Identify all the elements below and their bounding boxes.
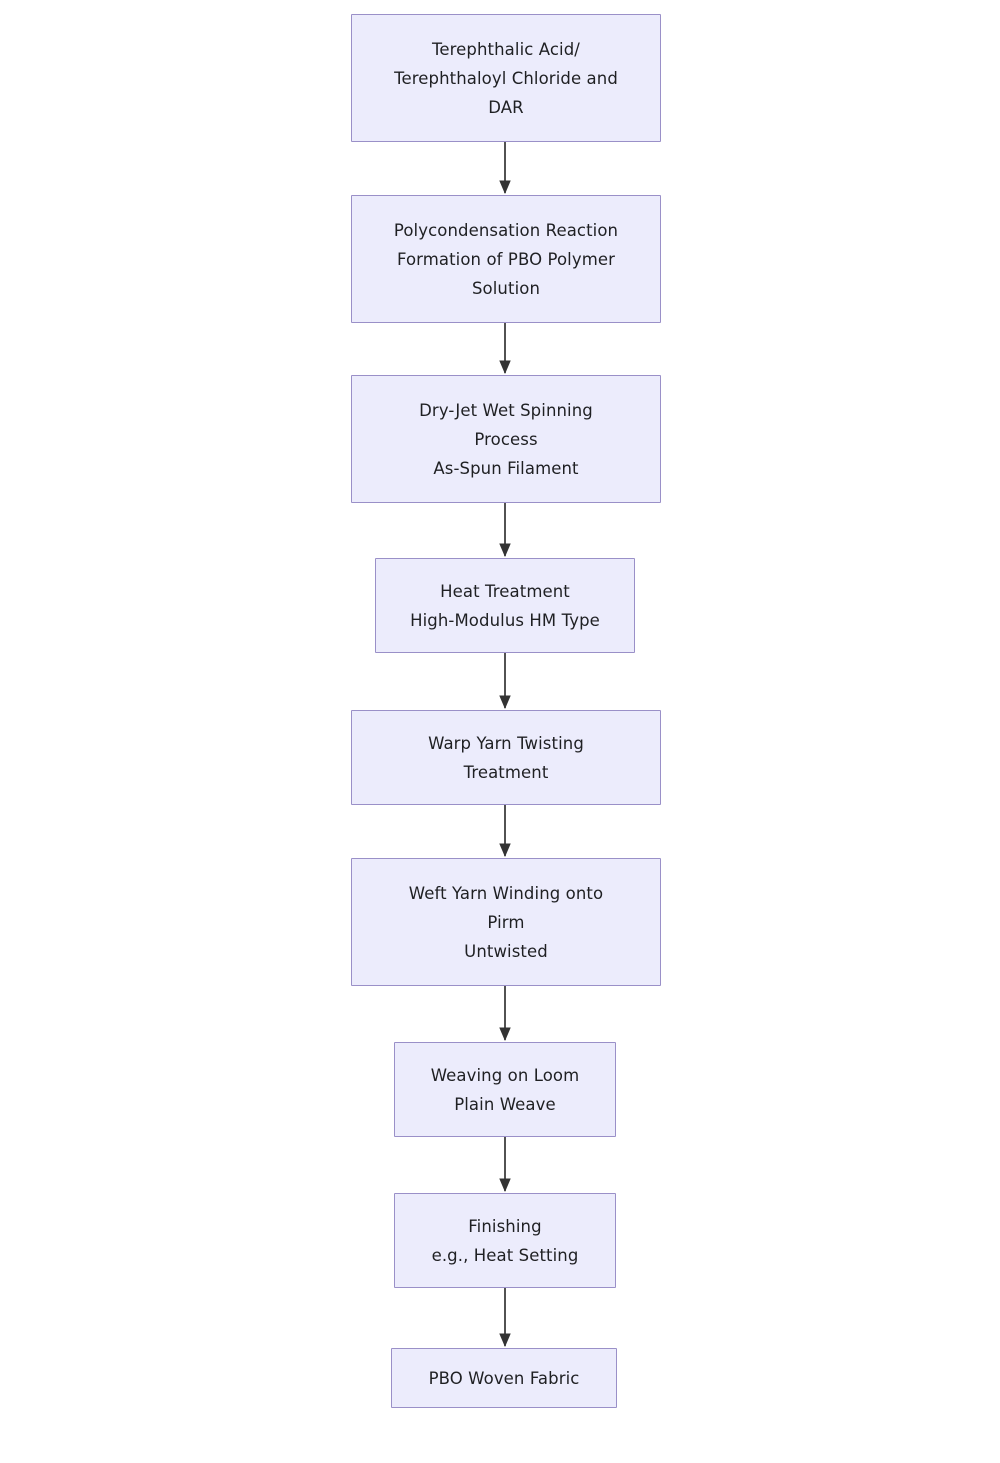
flow-node-n7[interactable]: Weaving on Loom Plain Weave [394,1042,616,1137]
flow-node-n1[interactable]: Terephthalic Acid/ Terephthaloyl Chlorid… [351,14,661,142]
flow-node-label: Polycondensation Reaction Formation of P… [393,220,619,298]
flow-node-label: Dry-Jet Wet Spinning Process As-Spun Fil… [419,400,593,478]
flow-node-n8[interactable]: Finishing e.g., Heat Setting [394,1193,616,1288]
flow-node-label: Weaving on Loom Plain Weave [430,1065,580,1114]
flow-node-label: Warp Yarn Twisting Treatment [428,733,584,782]
flow-node-label: Finishing e.g., Heat Setting [431,1216,579,1265]
flow-node-label: Terephthalic Acid/ Terephthaloyl Chlorid… [394,39,618,117]
flow-node-n6[interactable]: Weft Yarn Winding onto Pirm Untwisted [351,858,661,986]
flow-node-label: PBO Woven Fabric [428,1368,580,1388]
flow-node-n5[interactable]: Warp Yarn Twisting Treatment [351,710,661,805]
flow-node-label: Weft Yarn Winding onto Pirm Untwisted [408,883,604,961]
flow-node-n4[interactable]: Heat Treatment High-Modulus HM Type [375,558,635,653]
flow-node-n9[interactable]: PBO Woven Fabric [391,1348,617,1408]
flow-node-n3[interactable]: Dry-Jet Wet Spinning Process As-Spun Fil… [351,375,661,503]
flow-node-label: Heat Treatment High-Modulus HM Type [410,581,600,630]
flow-node-n2[interactable]: Polycondensation Reaction Formation of P… [351,195,661,323]
